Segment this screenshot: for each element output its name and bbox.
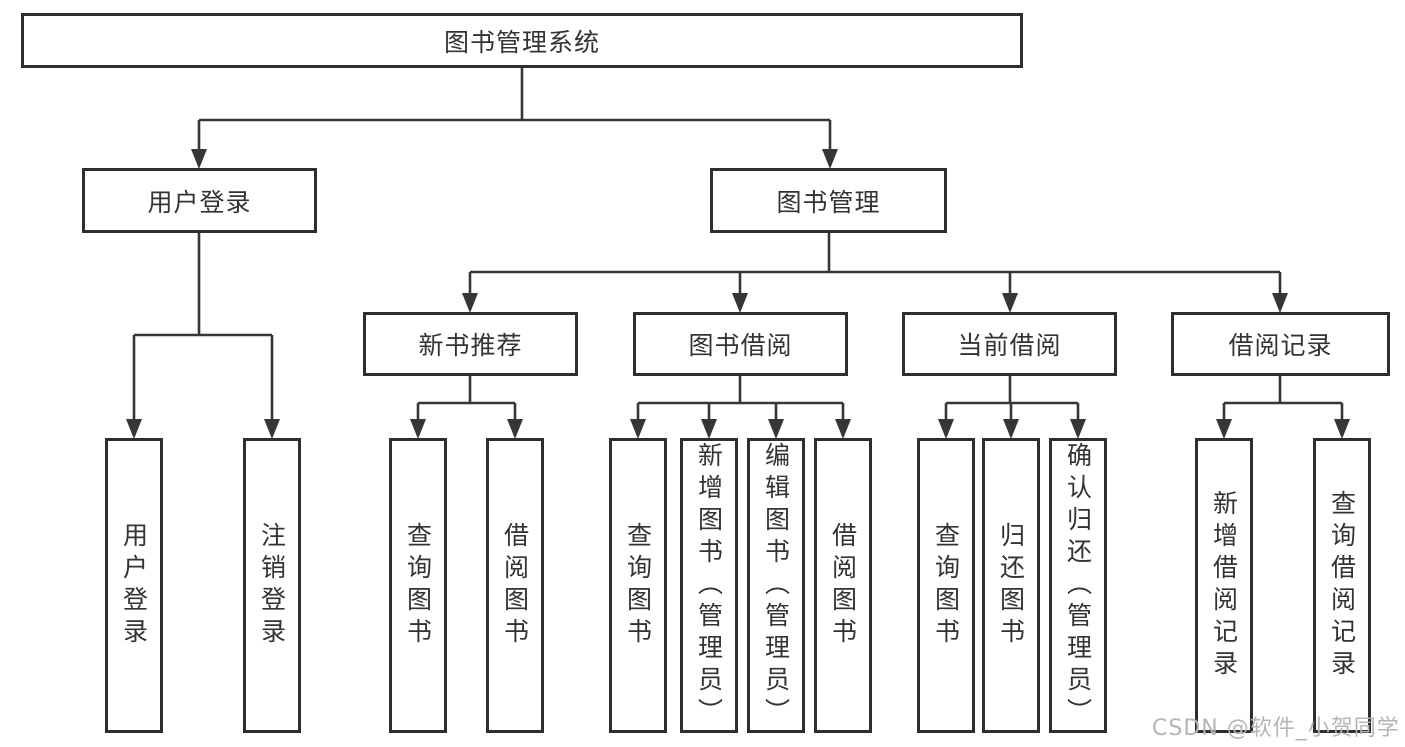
node-library-management-system: 图书管理系统 [21,13,1023,68]
node-label: 图书管理 [776,187,881,217]
leaf-edit-book-admin: 编辑图书（管理员） [747,438,805,733]
leaf-confirm-return-admin: 确认归还（管理员） [1049,438,1107,733]
csdn-watermark: CSDN @软件_小贺同学 [1152,716,1400,741]
leaf-add-book-admin: 新增图书（管理员） [680,438,738,733]
leaf-label: 查询图书 [931,521,961,650]
leaf-query-books-recommend: 查询图书 [389,438,447,733]
leaf-label: 归还图书 [996,521,1026,650]
node-label: 当前借阅 [957,331,1062,360]
leaf-label: 确认归还（管理员） [1063,441,1093,730]
leaf-query-books-current: 查询图书 [917,438,975,733]
leaf-label: 新增借阅记录 [1209,489,1239,682]
leaf-label: 编辑图书（管理员） [761,441,791,730]
leaf-borrow-books-recommend: 借阅图书 [486,438,544,733]
leaf-label: 用户登录 [119,521,149,650]
leaf-query-borrow-record: 查询借阅记录 [1313,438,1371,733]
node-book-borrowing: 图书借阅 [633,312,848,376]
node-book-management: 图书管理 [710,168,947,233]
leaf-add-borrow-record: 新增借阅记录 [1195,438,1253,733]
leaf-label: 查询图书 [403,521,433,650]
leaf-user-login: 用户登录 [105,438,163,733]
leaf-return-books: 归还图书 [982,438,1040,733]
node-new-book-recommend: 新书推荐 [363,312,578,376]
leaf-label: 新增图书（管理员） [694,441,724,730]
node-current-borrowing: 当前借阅 [902,312,1117,376]
node-label: 图书管理系统 [443,27,600,57]
node-label: 图书借阅 [688,331,793,360]
node-label: 新书推荐 [418,331,523,360]
node-label: 用户登录 [147,187,252,217]
leaf-label: 借阅图书 [500,521,530,650]
leaf-logout: 注销登录 [243,438,301,733]
leaf-label: 借阅图书 [828,521,858,650]
leaf-borrow-books-borrowing: 借阅图书 [814,438,872,733]
leaf-label: 注销登录 [257,521,287,650]
leaf-label: 查询图书 [623,521,653,650]
leaf-label: 查询借阅记录 [1327,489,1357,682]
node-borrowing-records: 借阅记录 [1171,312,1390,376]
leaf-query-books-borrowing: 查询图书 [609,438,667,733]
node-user-login: 用户登录 [82,168,317,233]
node-label: 借阅记录 [1228,331,1333,360]
